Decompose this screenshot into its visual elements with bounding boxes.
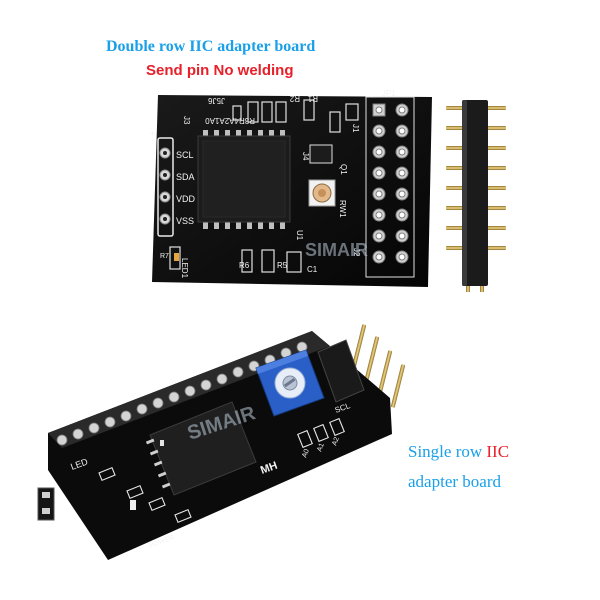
double-watermark: SIMAIR: [305, 240, 368, 260]
single-smd-pads: [98, 417, 345, 524]
silk-a0: A0: [301, 448, 311, 459]
double-row-board: SCL SDA VDD VSS + R3R4A2A1A0 J5J6 J3 R2 …: [148, 89, 432, 287]
silk-jp7: +: [148, 131, 157, 136]
single-board-pins: [351, 324, 406, 408]
silk-j3: J3: [182, 116, 191, 125]
silk-j2: J2: [352, 248, 361, 257]
silk-mh: MH: [259, 460, 279, 477]
single-header-block: [317, 339, 365, 403]
pin-label-vss: VSS: [176, 216, 194, 226]
silk-r1: R1: [307, 94, 318, 103]
power-led: [130, 500, 136, 510]
silk-q1: Q1: [339, 164, 348, 175]
silk-a2: A2: [331, 436, 341, 447]
silk-j1: J1: [351, 124, 360, 133]
silk-jp1: JP1: [382, 89, 396, 98]
silk-j4: J4: [301, 152, 310, 161]
pin-label-sda: SDA: [176, 172, 195, 182]
double-header-holes: [365, 96, 415, 278]
double-top-pads: [232, 99, 359, 133]
pin-label-vdd: VDD: [176, 194, 196, 204]
double-trimmer-potentiometer: [308, 179, 336, 207]
silk-j5j6: J5J6: [208, 96, 225, 105]
double-main-chip: [197, 130, 291, 229]
silk-u1: U1: [295, 230, 304, 241]
send-pin-note: Send pin No welding: [146, 62, 294, 79]
silk-a1: A1: [316, 442, 326, 453]
silk-c1: C1: [307, 265, 318, 274]
double-bottom-pads: [169, 246, 302, 273]
single-solder-pad-row: [56, 341, 308, 446]
silk-r7: R7: [160, 253, 169, 260]
silk-r3r4: R3R4A2A1A0: [205, 116, 255, 125]
single-row-board: LED SCL MH A0 A1 A2 POWER SIMAIR: [37, 324, 406, 560]
silk-r2: R2: [289, 94, 300, 103]
double-board-caption: Double row IIC adapter board: [106, 38, 316, 55]
silk-rw1: RW1: [338, 200, 347, 218]
single-board-caption-line1: Single row IIC: [408, 442, 509, 462]
single-main-chip: [145, 401, 257, 496]
silk-led1: LED1: [180, 258, 189, 279]
header-plastic-body: [462, 100, 488, 286]
led-jumper: [37, 487, 55, 521]
single-caption-prefix: Single row: [408, 442, 487, 461]
loose-pin-header: [446, 100, 506, 292]
transistor-q1: [309, 144, 333, 164]
led1: [174, 253, 179, 261]
pad-frame: [157, 137, 174, 237]
silk-r5: R5: [277, 261, 288, 270]
single-board-caption-line2: adapter board: [408, 472, 501, 491]
blue-trimmer-potentiometer: [255, 349, 325, 417]
double-left-pads: [157, 137, 174, 237]
pin-label-scl: SCL: [176, 150, 194, 160]
double-pcb: [152, 95, 432, 287]
single-caption-highlight: IIC: [486, 442, 510, 461]
silk-r6: R6: [239, 261, 250, 270]
